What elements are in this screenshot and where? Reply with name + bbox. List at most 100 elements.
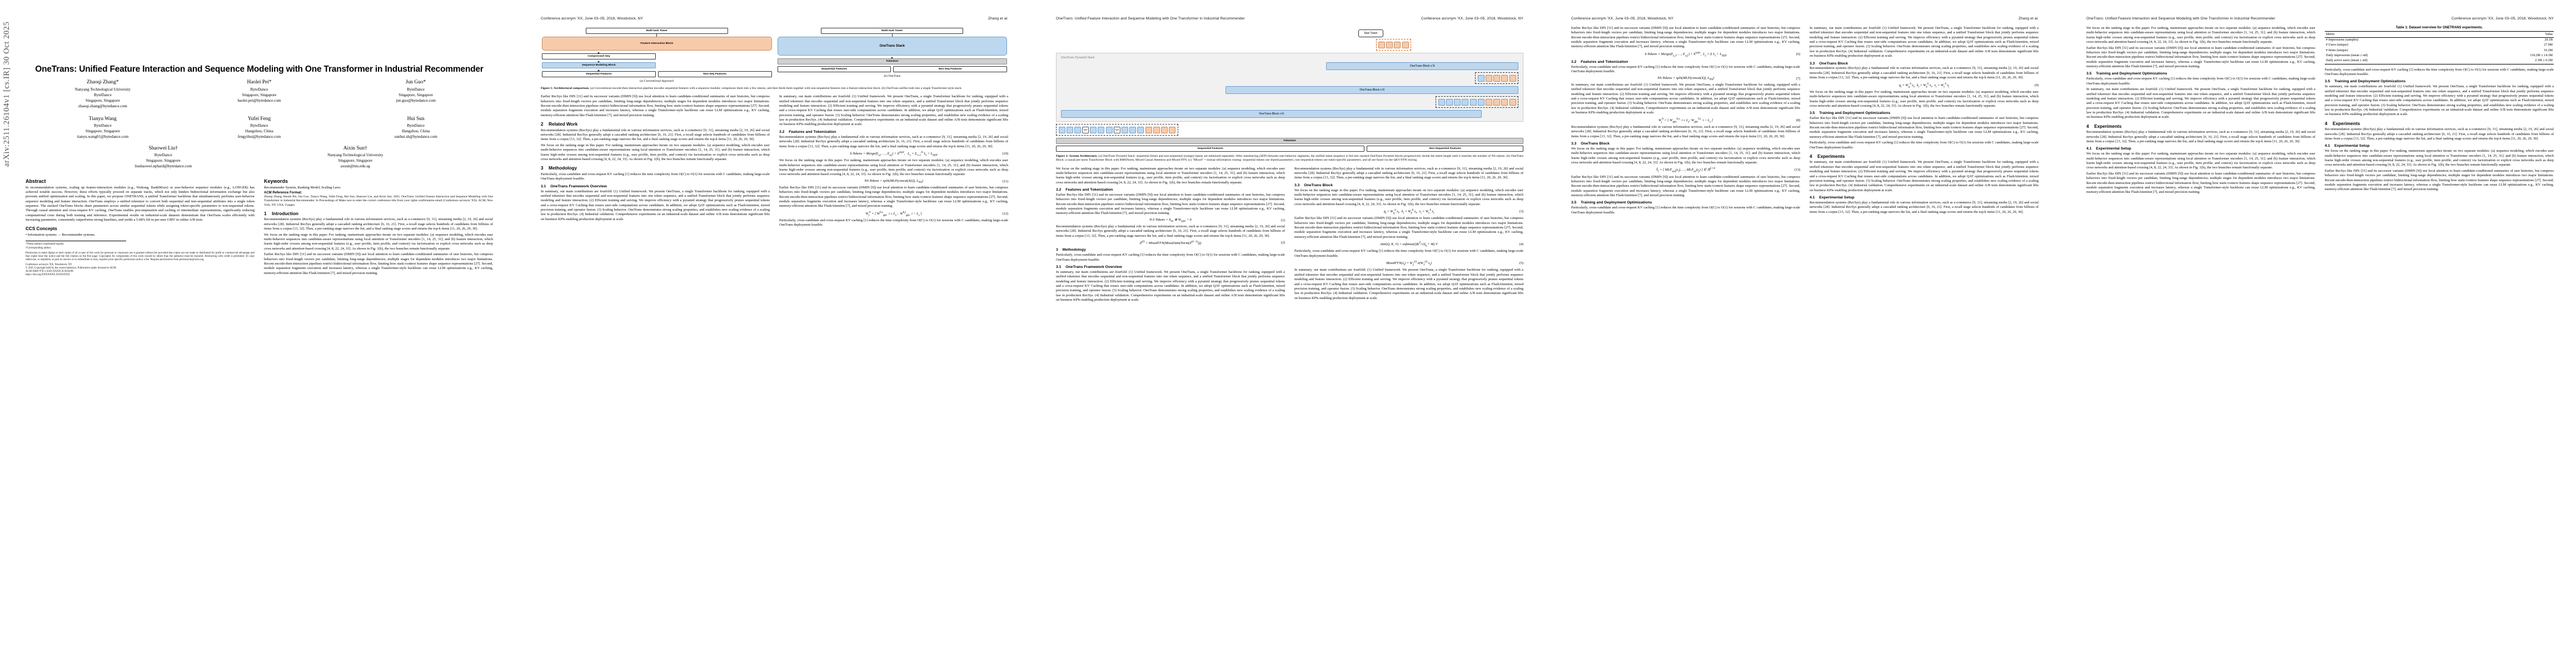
section-experiments: 4 Experiments (1810, 154, 2039, 159)
section-number: 4 (2325, 121, 2328, 126)
section-title: Experiments (1817, 153, 1845, 159)
arrow-icon (891, 57, 894, 58)
author-email[interactable]: tianyu.wang01@bytedance.com (77, 135, 129, 140)
subsection-title: OneTrans Framework Overview (550, 184, 607, 188)
page1-columns: Abstract In recommendation systems, scal… (26, 178, 493, 277)
body-paragraph: Particularly, cross-candidate and cross-… (541, 172, 770, 181)
subsection-number: 3.2 (1056, 188, 1062, 192)
body-paragraph: Earlier RecSys like DIN [31] and its suc… (2325, 168, 2554, 192)
table-col-metric: Metric (2326, 32, 2335, 36)
subsection-title: Features and Tokenization (1065, 188, 1113, 192)
section-experiments: 4 Experiments (2086, 124, 2315, 129)
body-paragraph: In summary, our main contributions are f… (1056, 270, 1285, 302)
node-sequence-modeling-block: Sequence Modeling Block (542, 62, 656, 68)
figure-1-caption-rest: (a) Conventional encode-then-interaction… (589, 87, 962, 90)
subsection-title: OneTrans Block (1819, 61, 1848, 66)
figure-1-caption-bold: Figure 1: Architectural comparison. (541, 87, 590, 90)
authors-grid-row3: Shaowei Liu† ByteDance Singapore, Singap… (76, 145, 443, 175)
section-introduction: 1 Introduction (264, 211, 493, 216)
subsection-number: 3.1 (1056, 265, 1062, 269)
body-paragraph: Recommendation systems (RecSys) play a f… (1056, 225, 1285, 238)
running-head: Conference acronym 'XX, June 03–05, 2018… (1571, 17, 2039, 22)
page5-right-column: Table 1: Dataset overview for ONETRANS e… (2325, 26, 2554, 196)
body-paragraph: We focus on the ranking stage in this pa… (264, 232, 493, 251)
token-nonseq (1509, 98, 1516, 106)
body-paragraph: Earlier RecSys like DIN [31] and its suc… (1810, 116, 2039, 139)
table-row: Daily active users (mean ± std) 2.3M ± 0… (2325, 58, 2554, 63)
figure-1a-lower: Compressed Seq Sequence Modeling Block S… (542, 52, 772, 77)
page-1: arXiv:2511.26104v1 [cs.IR] 30 Oct 2025 O… (0, 0, 515, 667)
abstract-heading: Abstract (26, 178, 46, 184)
table-cell-metric: # Users (unique) (2326, 43, 2348, 47)
subsection-number: 3 (1056, 248, 1058, 252)
author-name: Tianyu Wang (88, 116, 117, 122)
author-email[interactable]: jun.guo@bytedance.com (396, 98, 436, 103)
figure-2-caption-bold: Figure 2: System Architecture. (1056, 155, 1098, 158)
author-affiliation2: ByteDance (93, 92, 112, 97)
token-seq (1098, 126, 1105, 133)
author-email[interactable]: fengyihui@bytedance.com (237, 135, 281, 140)
equation-number: (3) (1519, 210, 1523, 214)
token-nonseq (1153, 126, 1160, 133)
subsection-training-deployment: 3.5 Training and Deployment Optimization… (2086, 72, 2315, 76)
running-head-conference: Conference acronym 'XX, June 03–05, 2018… (1571, 17, 1674, 21)
section-number: 4 (1810, 153, 1812, 159)
author-email[interactable]: liushaowei.nphard@bytedance.com (134, 164, 192, 169)
body-paragraph: Earlier RecSys like DIN [31] and its suc… (1056, 193, 1285, 216)
token-seq (1058, 126, 1065, 133)
body-paragraph: Earlier RecSys like DIN [31] and its suc… (541, 94, 770, 117)
token-row (1477, 74, 1517, 83)
token-nonseq (1394, 41, 1401, 48)
equation-number: (7) (1796, 76, 1800, 81)
table-row: # Users (unique) 27.9M (2325, 43, 2554, 48)
node-non-seq-features: Non-Seq Features (893, 66, 1007, 72)
running-head-conference: Conference acronym 'XX, June 03–05, 2018… (1421, 17, 1523, 21)
author-name: Hui Sun (407, 116, 425, 122)
figure-1a-label: (a) Conventional Approach (640, 79, 674, 83)
node-sequential-features: Sequential Features (1056, 146, 1365, 152)
keywords-heading: Keywords (264, 178, 288, 184)
subsection-methodology: 3 Methodology (1056, 248, 1285, 252)
token-row (1437, 98, 1517, 107)
page2-columns: Earlier RecSys like DIN [31] and its suc… (541, 94, 1008, 229)
table-row: # Impressions (samples) 29.1B (2325, 37, 2554, 43)
subsection-title: Experimental Setup (2334, 144, 2370, 148)
connector (891, 34, 893, 37)
equation-8: MixedFFN(zi) = W2(i) σ(W1(i) zi) (5) (1386, 260, 1523, 267)
section-number: 3 (541, 166, 544, 171)
equation-13: qi = Wqh zi, ki = Wkh zi, vi = Wvh zi (9… (1899, 82, 2039, 88)
section-title: Related Work (549, 122, 578, 127)
subsection-experimental-setup: 4.1 Experimental Setup (2086, 147, 2315, 151)
subsection-title: Training and Deployment Optimizations (1819, 111, 1891, 116)
subsection-title: Training and Deployment Optimizations (2096, 72, 2168, 76)
token-seq (1137, 126, 1144, 133)
equation-number: (11) (1002, 179, 1008, 183)
token-sep: SEP (1113, 126, 1120, 133)
body-paragraph: Recommendation systems (RecSys) play a f… (1810, 200, 2039, 214)
equation-3: Wjh = [ Wh,sqkv i ≤ Ls ; Wh,jqkv i > Ls … (865, 210, 1008, 217)
running-head-title: OneTrans: Unified Feature Interaction an… (1056, 17, 1245, 21)
subsection-number: 3.3 (1810, 61, 1815, 66)
footnote-doi[interactable]: https://doi.org/XXXXXXX.XXXXXXX (26, 273, 70, 277)
author-email[interactable]: sunhui.sh@bytedance.com (394, 135, 437, 140)
subsection-number: 3.5 (1571, 201, 1577, 205)
token-nonseq (1378, 41, 1386, 48)
author-location: Singapore, Singapore (85, 98, 120, 103)
table-1-caption: Table 1: Dataset overview for ONETRANS e… (2395, 26, 2483, 29)
node-onetrans-stack: OneTrans Stack (777, 37, 1007, 56)
author-email[interactable]: haolei.pei@bytedance.com (237, 98, 281, 103)
author-affiliation: Nanyang Technological University (327, 152, 383, 157)
author-email[interactable]: axsun@ntu.edu.sg (340, 164, 370, 169)
section-number: 2 (541, 122, 544, 127)
section-title: Introduction (272, 211, 298, 216)
page2-left-column: Earlier RecSys like DIN [31] and its suc… (541, 94, 770, 229)
equation-number: (12) (1002, 211, 1008, 216)
author-email[interactable]: zhaoqi.zhang@bytedance.com (78, 104, 127, 109)
token-seq (1438, 98, 1445, 106)
token-nonseq (1485, 98, 1492, 106)
footnote-license: Permission to make digital or hard copie… (26, 251, 255, 262)
footnote-conference: Conference acronym 'XX, Woodstock, NY (26, 263, 72, 266)
subsection-training-deployment: 3.5 Training and Deployment Optimization… (2325, 79, 2554, 83)
page4-left-column: Earlier RecSys like DIN [31] and its suc… (1571, 26, 1800, 216)
